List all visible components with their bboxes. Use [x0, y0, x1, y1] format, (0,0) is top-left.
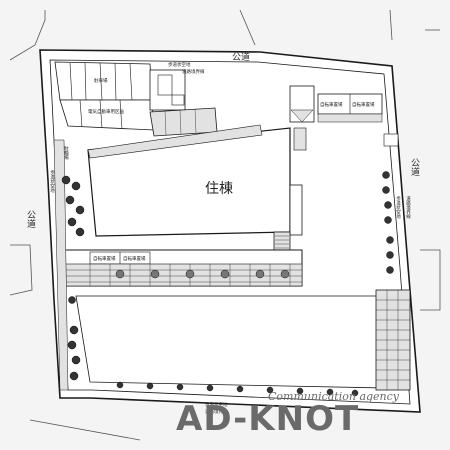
- building-label: 住棟: [205, 181, 233, 197]
- bicycle-label-2: 自転車置場: [123, 255, 146, 262]
- upper-corridor: [87, 124, 263, 159]
- surrounding-plot-lines: [9, 9, 441, 441]
- bottom-small-label-2: 道路境界線: [205, 408, 228, 415]
- bicycle-label-1: 自転車置場: [93, 255, 116, 262]
- trees: [61, 171, 394, 397]
- bicycle-label-4: 自転車置場: [352, 101, 375, 108]
- watermark-tagline: Communication agency: [268, 390, 400, 403]
- road-label-north: 公道: [232, 51, 250, 63]
- watermark-name: AD-KNOT: [176, 399, 359, 439]
- vertical-label-1: 駐輪場: [64, 145, 69, 161]
- bicycle-parking-strip: [63, 249, 303, 287]
- road-label-east: 公道: [409, 158, 420, 177]
- right-paved-area: [375, 289, 411, 391]
- entrance-ramp: [149, 107, 218, 137]
- bottom-small-label-1: 歩道状空地: [205, 401, 228, 408]
- bicycle-label-3: 自転車置場: [320, 101, 343, 108]
- road-label-west: 公道: [25, 210, 36, 229]
- vertical-label-4: 道路境界線: [406, 195, 411, 219]
- left-walkway: [53, 139, 69, 391]
- vertical-label-2: 歩道状空地: [50, 169, 55, 193]
- entrance-hall: [289, 85, 399, 151]
- top-small-label-1: 歩道状空地: [168, 61, 191, 68]
- parking-label: 駐車場: [94, 77, 108, 84]
- building-wing: [289, 184, 303, 236]
- lower-courtyard: [75, 295, 385, 389]
- ev-parking-label: 電気自動車用区画: [88, 108, 124, 115]
- parking-lot: [54, 61, 186, 131]
- vertical-label-3: 歩道状空地: [396, 195, 401, 219]
- top-small-label-2: 道路境界線: [182, 68, 205, 75]
